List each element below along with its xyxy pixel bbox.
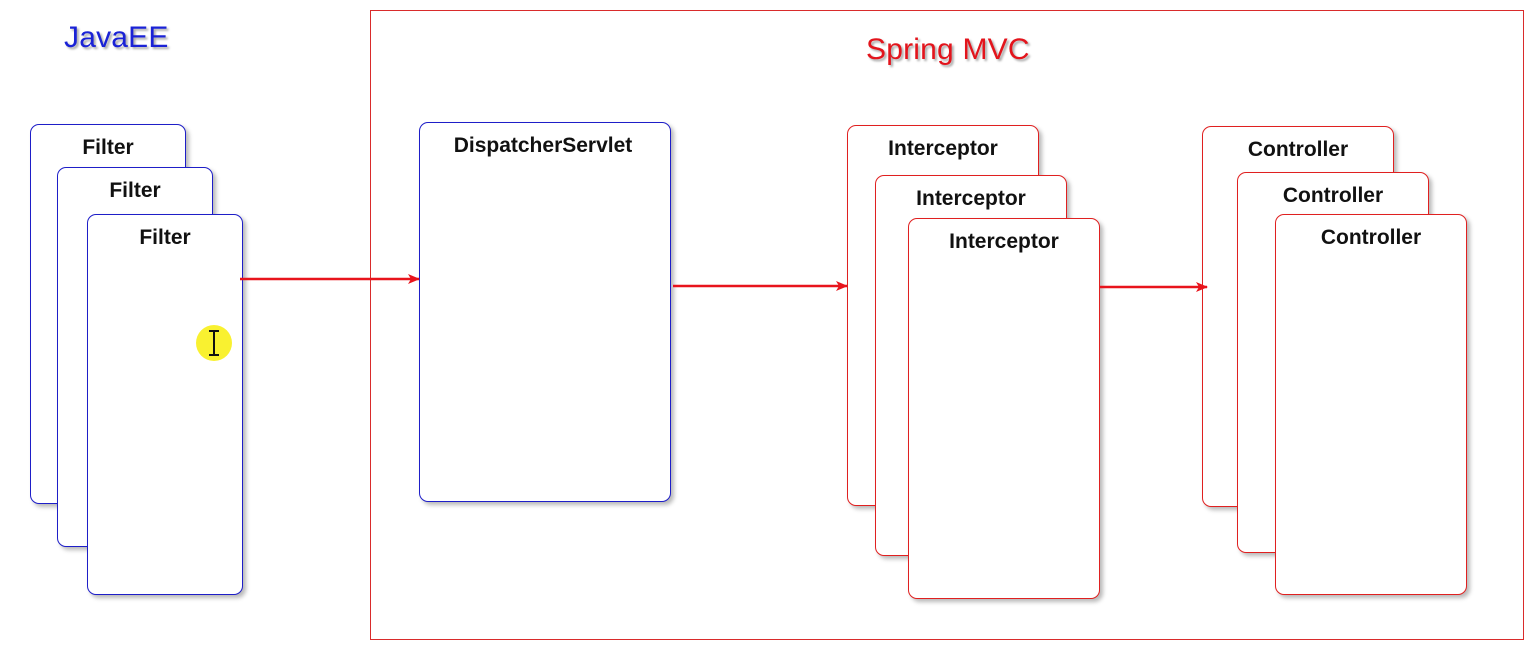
filter-label: Filter <box>109 179 161 202</box>
interceptor-label: Interceptor <box>888 137 998 160</box>
interceptor-label: Interceptor <box>916 187 1026 210</box>
controller-label: Controller <box>1247 138 1349 161</box>
controller-card-3: Controller <box>1275 214 1467 595</box>
text-cursor-icon <box>196 325 232 361</box>
dispatcher-servlet-card: DispatcherServlet <box>419 122 671 502</box>
controller-label: Controller <box>1282 184 1384 207</box>
filter-label: Filter <box>139 226 191 249</box>
spring-mvc-frame <box>370 10 1524 640</box>
dispatcher-servlet-label: DispatcherServlet <box>453 134 633 157</box>
interceptor-card-3: Interceptor <box>908 218 1100 599</box>
javaee-title: JavaEE <box>64 21 169 54</box>
spring-mvc-title: Spring MVC <box>866 33 1030 66</box>
controller-label: Controller <box>1320 226 1422 249</box>
interceptor-label: Interceptor <box>949 230 1059 253</box>
filter-label: Filter <box>82 136 134 159</box>
filter-card-3: Filter <box>87 214 243 595</box>
